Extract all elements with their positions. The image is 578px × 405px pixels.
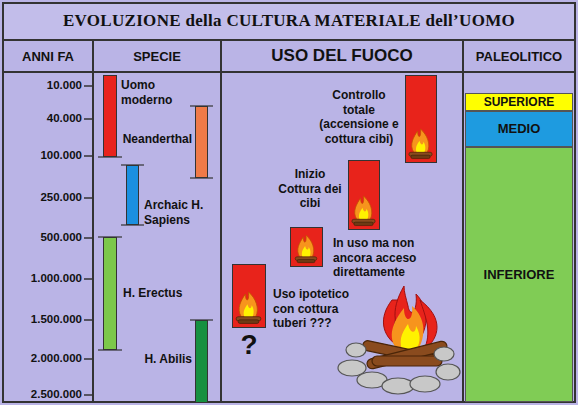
species-bar: Archaic H. Sapiens	[126, 165, 139, 225]
year-label: 1.500.000	[6, 313, 82, 327]
species-name: H. Erectus	[123, 286, 213, 301]
fire-stage-text: Controllo totale (accensione e cottura c…	[316, 88, 402, 147]
species-bar: Neanderthal	[195, 106, 208, 178]
species-bar: H. Abilis	[195, 320, 208, 403]
period-name: INFERIORE	[466, 148, 572, 401]
species-name: H. Abilis	[116, 352, 192, 367]
flame-icon	[406, 116, 435, 160]
campfire	[338, 286, 460, 394]
year-label: 500.000	[6, 231, 82, 245]
year-label: 100.000	[6, 149, 82, 163]
year-label: 2.500.000	[6, 388, 82, 402]
species-name: Archaic H. Sapiens	[144, 198, 222, 227]
fire-box: Inizio Cottura dei cibi	[348, 160, 380, 230]
fire-box: Controllo totale (accensione e cottura c…	[405, 75, 437, 163]
fire-box: In uso ma non ancora acceso direttamente	[290, 227, 323, 267]
period-name: SUPERIORE	[466, 94, 572, 110]
period-band: SUPERIORE	[465, 93, 573, 111]
year-label: 40.000	[6, 112, 82, 126]
year-label: 2.000.000	[6, 352, 82, 366]
column-header: SPECIE	[93, 49, 221, 65]
year-label: 250.000	[6, 191, 82, 205]
fire-stage-text: In uso ma non ancora acceso direttamente	[333, 236, 433, 280]
fire-box: Uso ipotetico con cottura tuberi ???	[232, 264, 266, 328]
species-bar: H. Erectus	[103, 237, 117, 350]
column-header: ANNI FA	[3, 49, 93, 65]
period-band: INFERIORE	[465, 147, 573, 402]
fire-stage-text: Inizio Cottura dei cibi	[277, 167, 343, 211]
flame-icon	[291, 228, 321, 264]
fire-stage-text: Uso ipotetico con cottura tuberi ???	[273, 287, 373, 331]
period-band: MEDIO	[465, 111, 573, 147]
species-bar: Uomo moderno	[103, 75, 117, 157]
column-header: USO DEL FUOCO	[221, 46, 463, 66]
column-header: PALEOLITICO	[463, 49, 575, 65]
flame-icon	[233, 281, 264, 325]
period-name: MEDIO	[466, 112, 572, 146]
species-name: Neanderthal	[112, 132, 192, 147]
species-name: Uomo moderno	[121, 78, 185, 107]
year-label: 1.000.000	[6, 272, 82, 286]
year-label: 10.000	[6, 79, 82, 93]
flame-icon	[349, 183, 378, 227]
question-mark: ?	[234, 328, 264, 362]
diagram-title: EVOLUZIONE della CULTURA MATERIALE dell’…	[3, 3, 575, 40]
